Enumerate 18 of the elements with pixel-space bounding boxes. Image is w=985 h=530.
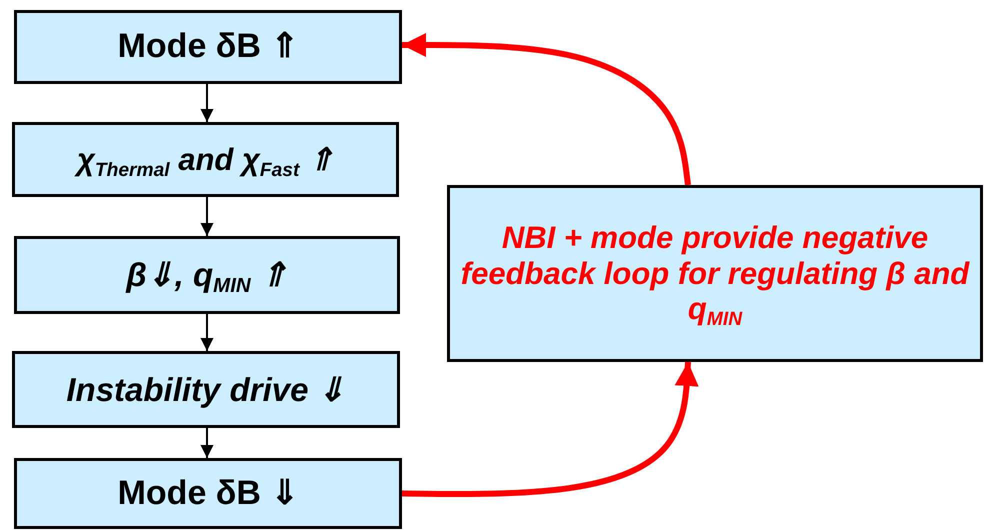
process-box [12, 122, 399, 197]
process-box [14, 10, 402, 84]
arrow [402, 33, 691, 186]
arrow [200, 314, 214, 351]
box-text: NBI + mode provide negative feedback loop for regulating β and q$_{MIN}$ [460, 220, 971, 327]
box-text: χ$_{Thermal}$ and χ$_{Fast}$ ⇑ [67, 142, 344, 178]
arrow [200, 197, 214, 236]
box-text: Mode δB ⇓ [116, 474, 300, 514]
process-box [14, 458, 402, 529]
process-box [14, 236, 400, 314]
process-box [12, 351, 400, 428]
arrow [200, 428, 214, 458]
arrow [200, 84, 214, 122]
box-text: Mode δB ⇑ [116, 27, 300, 67]
process-box [447, 185, 983, 362]
box-text: Instability drive ⇓ [65, 370, 347, 408]
arrow [402, 362, 699, 498]
box-text: β⇓, q$_{MIN}$ ⇑ [124, 256, 289, 294]
